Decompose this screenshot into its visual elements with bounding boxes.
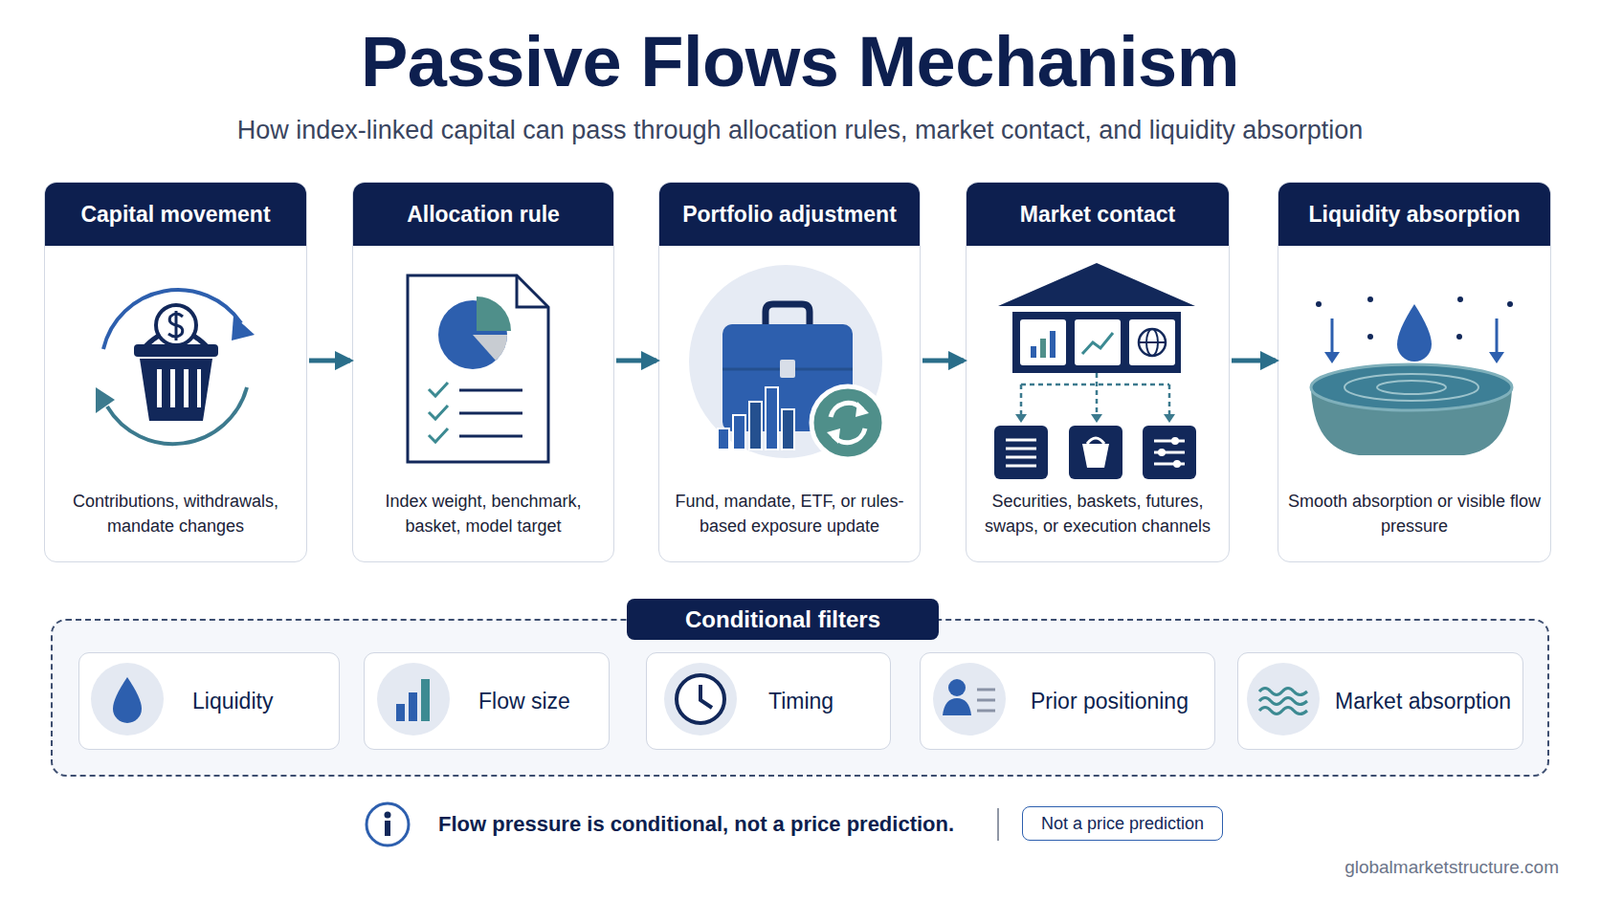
flow-arrow (309, 358, 351, 364)
group-node: Conditional filtersLiquidityFlow sizeTim… (50, 619, 1550, 778)
basket-cycle-icon (95, 289, 255, 445)
briefcase-icon (688, 265, 885, 460)
card-description: Contributions, withdrawals, mandate chan… (52, 488, 299, 539)
card-node: Liquidity absorptionSmooth absorption or… (1277, 181, 1552, 563)
group-label: Conditional filters (626, 599, 939, 641)
subtitle: How index-linked capital can pass throug… (0, 115, 1600, 146)
card-node: Market contactSecurities, baskets, futur… (965, 181, 1230, 563)
card-heading: Liquidity absorption (1278, 182, 1551, 246)
filter-node: Market absorption (1237, 652, 1524, 751)
card-heading: Market contact (966, 182, 1229, 246)
filter-node: Flow size (363, 652, 610, 751)
card-node: Allocation ruleIndex weight, benchmark, … (352, 181, 615, 563)
footnote: Flow pressure is conditional, not a pric… (438, 812, 955, 838)
card-description: Index weight, benchmark, basket, model t… (360, 488, 606, 539)
filter-label: Market absorption (1238, 688, 1512, 715)
flow-arrow (922, 358, 964, 364)
filter-label: Liquidity (79, 688, 273, 715)
card-description: Securities, baskets, futures, swaps, or … (974, 488, 1222, 539)
filter-node: Timing (645, 652, 891, 751)
diagram-title: Passive Flows Mechanism (0, 21, 1600, 103)
document-icon (407, 275, 549, 463)
card-heading: Portfolio adjustment (659, 182, 920, 246)
separator-line (997, 808, 1000, 842)
filter-icons (90, 663, 1320, 736)
card-node: Capital movementContributions, withdrawa… (44, 181, 308, 563)
pill-node: Not a price prediction (1022, 806, 1223, 842)
filter-node: Liquidity (78, 652, 340, 751)
bowl-drop-icon (1311, 296, 1513, 456)
pill-label: Not a price prediction (1041, 814, 1204, 835)
filter-label: Flow size (364, 688, 571, 715)
filter-node: Prior positioning (919, 652, 1216, 751)
card-heading: Allocation rule (353, 182, 614, 246)
exchange-icon (994, 263, 1197, 480)
flow-arrow (1231, 358, 1276, 364)
info-icon (366, 803, 409, 846)
card-node: Portfolio adjustmentFund, mandate, ETF, … (658, 181, 921, 563)
card-heading: Capital movement (44, 182, 307, 246)
card-description: Fund, mandate, ETF, or rules-based expos… (666, 488, 912, 539)
filter-label: Prior positioning (920, 688, 1189, 715)
watermark: globalmarketstructure.com (1344, 857, 1559, 879)
card-description: Smooth absorption or visible flow pressu… (1286, 488, 1543, 539)
flow-arrow (616, 358, 657, 364)
filter-label: Timing (646, 688, 834, 715)
